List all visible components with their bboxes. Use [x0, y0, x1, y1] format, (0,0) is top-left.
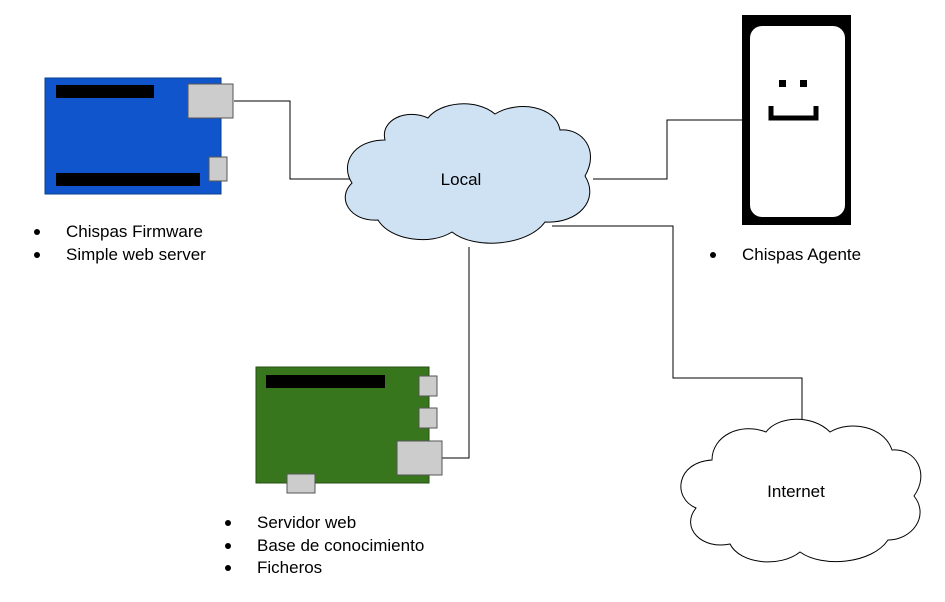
server-board-icon — [255, 366, 443, 494]
phone-icon — [742, 15, 851, 225]
internet-cloud-label: Internet — [767, 482, 825, 501]
internet-cloud-icon: Internet — [680, 418, 922, 563]
firmware-board-icon — [44, 77, 234, 195]
connection-lines — [234, 100, 803, 459]
firmware-bullet-list: Chispas Firmware Simple web server — [30, 221, 206, 266]
link-local-agent — [593, 119, 742, 180]
agent-bullet-list: Chispas Agente — [706, 244, 861, 267]
link-firmware-local — [234, 100, 352, 180]
link-local-internet — [552, 225, 803, 424]
list-item: Servidor web — [221, 512, 424, 535]
list-item: Simple web server — [30, 244, 206, 267]
list-item: Chispas Agente — [706, 244, 861, 267]
list-item: Ficheros — [221, 557, 424, 580]
list-item: Base de conocimiento — [221, 535, 424, 558]
list-item: Chispas Firmware — [30, 221, 206, 244]
server-bullet-list: Servidor web Base de conocimiento Ficher… — [221, 512, 424, 580]
link-local-server — [442, 247, 470, 459]
local-cloud-label: Local — [441, 170, 482, 189]
local-cloud-icon: Local — [344, 103, 591, 244]
